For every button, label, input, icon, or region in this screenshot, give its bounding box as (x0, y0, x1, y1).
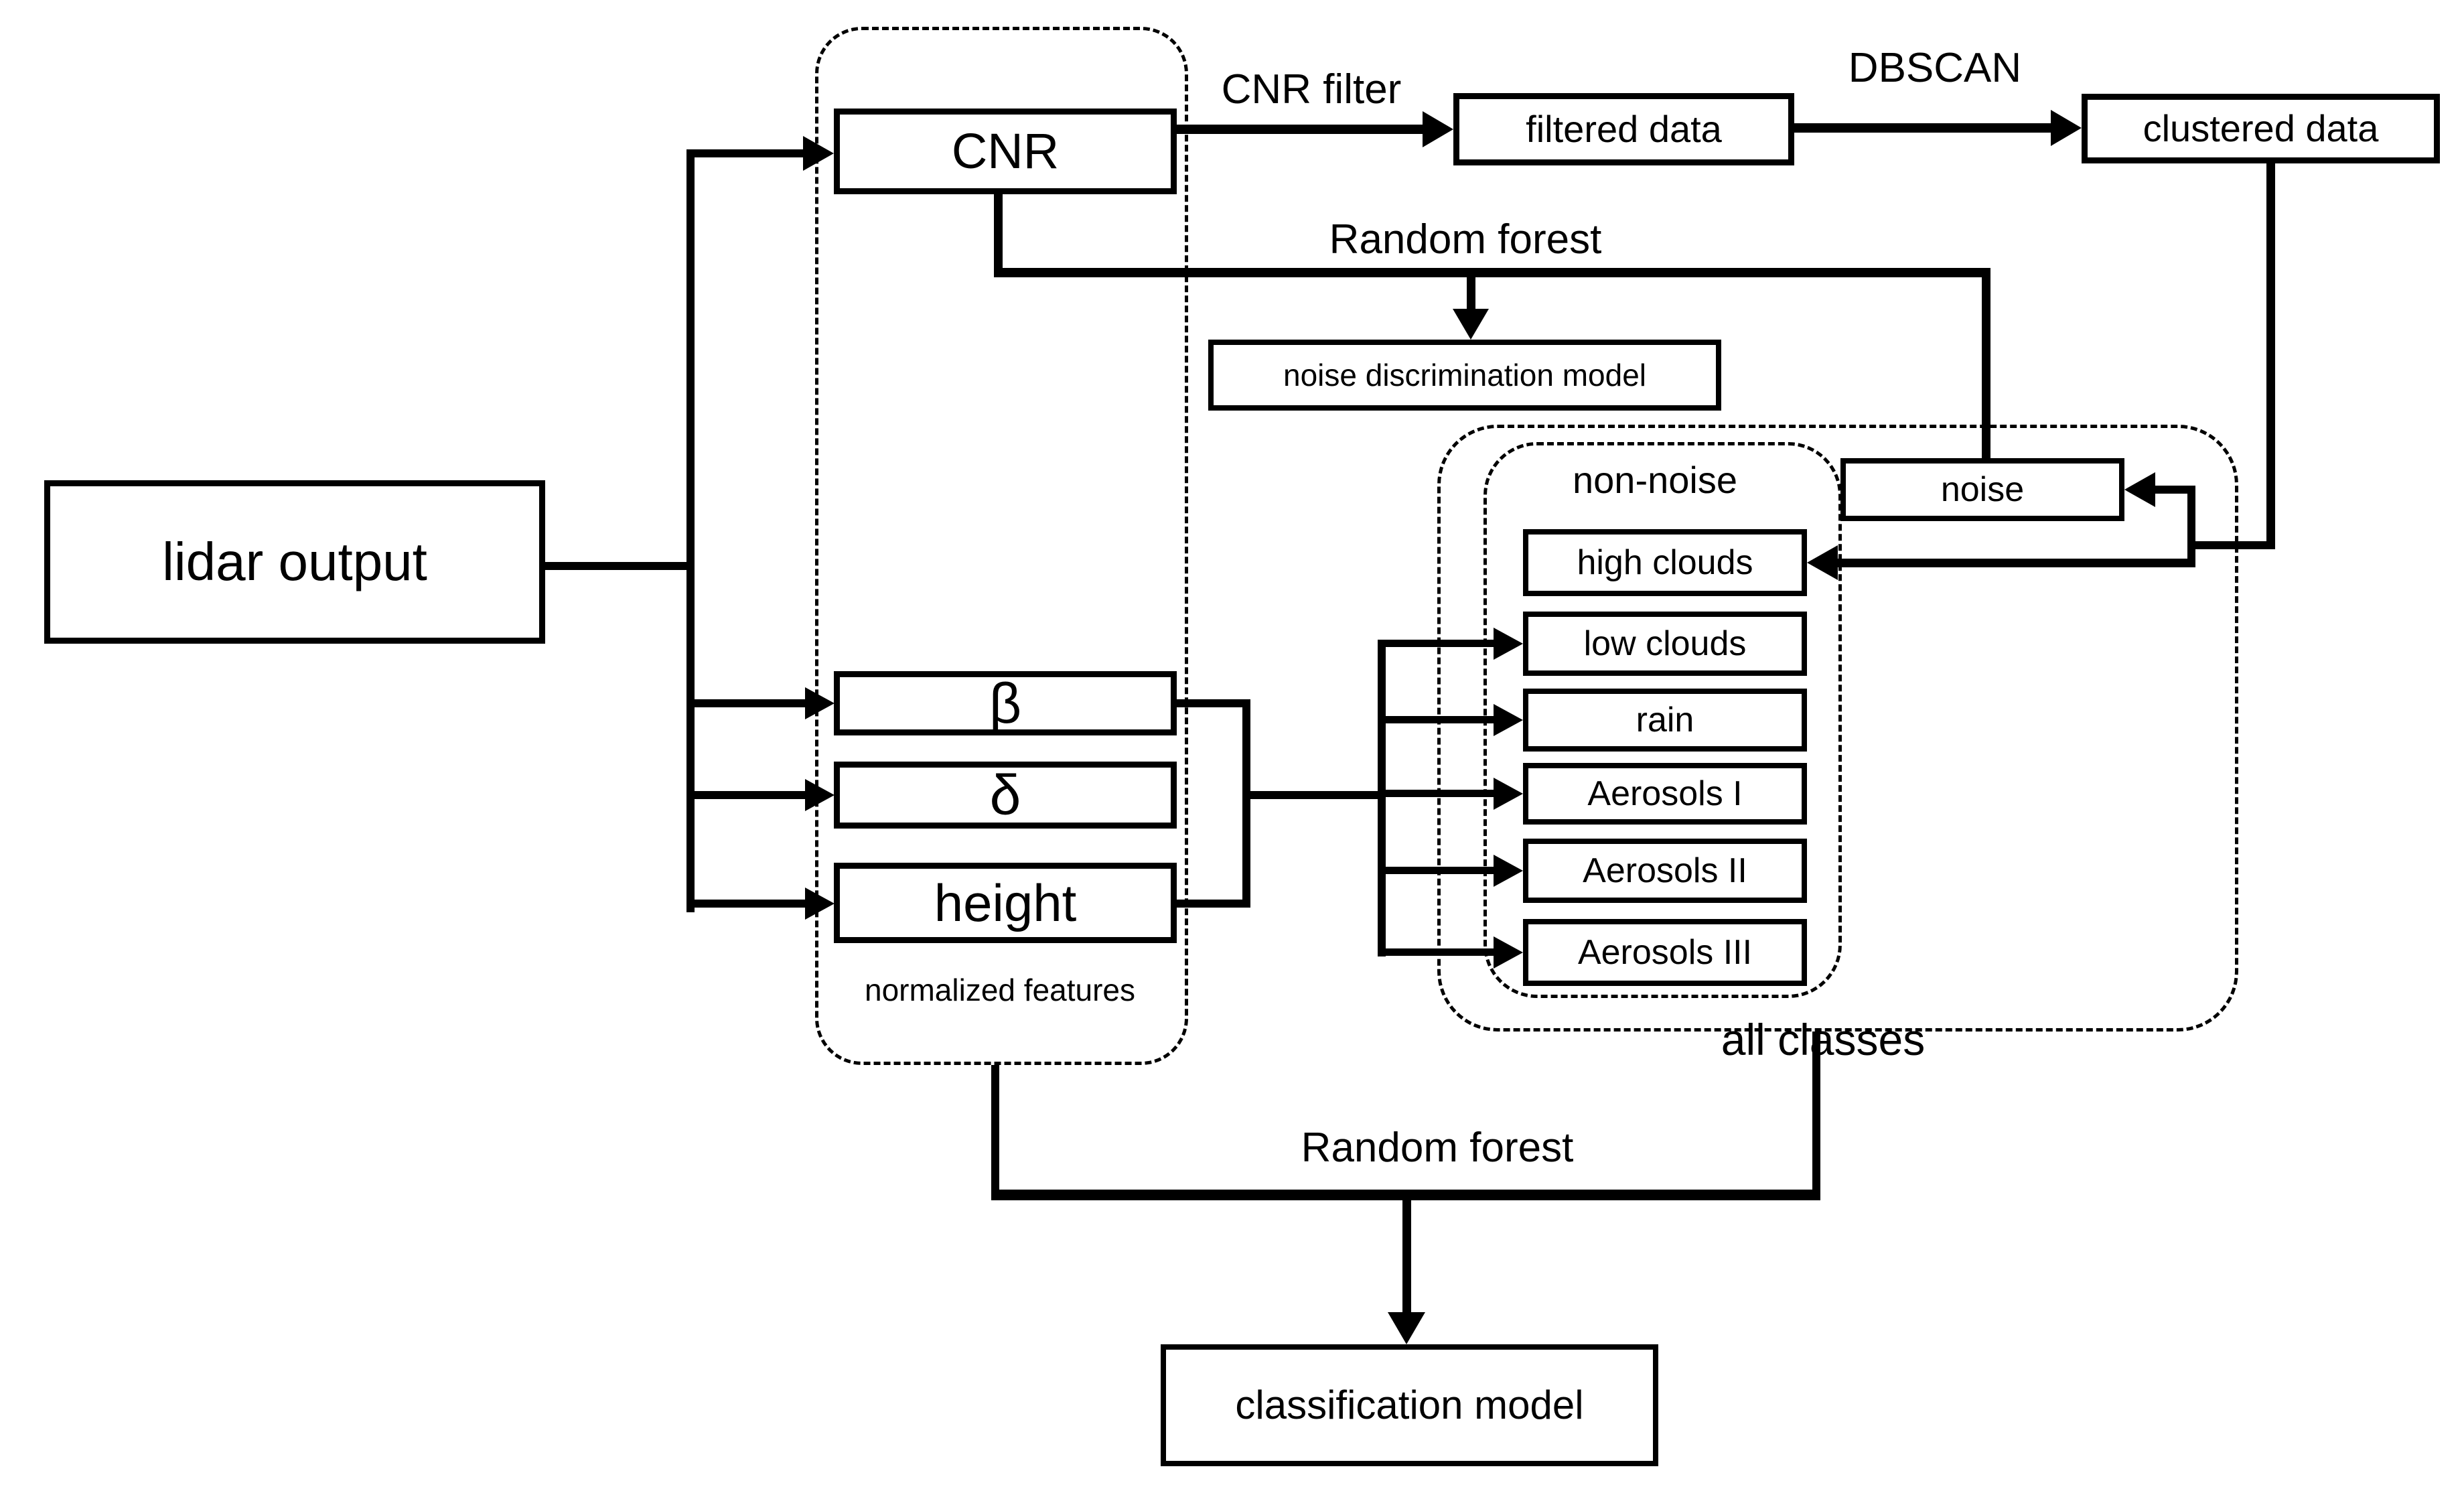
random-forest-bottom-bar-line (991, 1190, 1820, 1200)
node-low-clouds: low clouds (1523, 612, 1807, 676)
node-noise-discrimination-model: noise discrimination model (1208, 340, 1721, 411)
node-aerosols-3: Aerosols III (1523, 919, 1807, 986)
group-label-normalized-features: normalized features (865, 973, 1135, 1007)
edge-label-random-forest-top: Random forest (1329, 216, 1602, 263)
noise-highclouds-riser-line (2187, 486, 2195, 567)
node-noise: noise (1840, 458, 2124, 521)
arrowhead-into-aerosols3-icon (1494, 936, 1523, 969)
arrowhead-into-cnr-icon (803, 136, 834, 171)
bottom-left-stub-line (991, 1065, 999, 1200)
edge-fan-to-lowclouds-line (1378, 640, 1496, 647)
class-fan-bus-line (1378, 640, 1386, 956)
edge-cnr-to-filtered-line (1174, 125, 1425, 134)
edge-rf-to-ndm-line (1467, 277, 1475, 309)
arrowhead-into-clustered-icon (2051, 110, 2082, 146)
clustered-jog-line (2187, 541, 2275, 549)
features-bus-line (1242, 699, 1250, 908)
edge-into-noise-line (2153, 486, 2195, 494)
node-delta: δ (834, 762, 1177, 829)
node-high-clouds: high clouds (1523, 529, 1807, 596)
node-clustered-data: clustered data (2082, 94, 2440, 163)
trunk-vertical-line (686, 149, 695, 912)
edge-trunk-to-cnr-line (691, 149, 806, 157)
features-feed-line (1242, 791, 1386, 799)
node-lidar-output: lidar output (44, 480, 545, 644)
node-rain: rain (1523, 689, 1807, 752)
arrowhead-into-delta-icon (805, 779, 835, 811)
arrowhead-into-highclouds-icon (1807, 545, 1838, 580)
edge-trunk-to-delta-line (691, 791, 808, 799)
arrowhead-into-aerosols1-icon (1494, 778, 1523, 810)
edge-fan-to-aerosols3-line (1378, 948, 1496, 956)
edge-rf-to-noise-line (1982, 268, 1990, 458)
node-classification-model: classification model (1161, 1344, 1658, 1466)
node-cnr: CNR (834, 109, 1177, 194)
random-forest-top-line (994, 268, 1990, 277)
edge-fan-to-rain-line (1378, 716, 1496, 723)
beta-stub-line (1175, 699, 1250, 707)
arrowhead-into-height-icon (805, 888, 835, 920)
node-height: height (834, 863, 1177, 943)
group-label-all-classes: all classes (1721, 1015, 1926, 1064)
edge-into-highclouds-line (1835, 559, 2195, 567)
edge-trunk-to-height-line (691, 900, 808, 908)
arrowhead-into-noise-icon (2124, 472, 2155, 507)
clustered-data-drop-line (2266, 161, 2275, 549)
arrowhead-into-rain-icon (1494, 704, 1523, 736)
node-beta: β (834, 671, 1177, 735)
node-aerosols-2: Aerosols II (1523, 839, 1807, 903)
node-filtered-data: filtered data (1453, 93, 1794, 165)
group-label-non-noise: non-noise (1573, 459, 1737, 501)
edge-fan-to-aerosols2-line (1378, 867, 1496, 874)
edge-trunk-to-beta-line (691, 699, 808, 707)
arrowhead-into-ndm-icon (1453, 309, 1489, 340)
bottom-right-stub-line (1812, 1032, 1820, 1200)
arrowhead-into-beta-icon (805, 687, 835, 719)
cnr-bottom-stub-line (994, 193, 1003, 277)
arrowhead-into-lowclouds-icon (1494, 628, 1523, 660)
arrowhead-into-classification-icon (1388, 1312, 1425, 1344)
edge-rf-to-classification-line (1402, 1200, 1411, 1314)
normalized-features-group-frame (815, 27, 1188, 1065)
all-classes-group-frame (1437, 425, 2238, 1032)
edge-label-cnr-filter: CNR filter (1221, 66, 1402, 113)
edge-lidar-to-trunk-line (542, 562, 695, 570)
height-stub-line (1175, 900, 1250, 908)
edge-label-dbscan: DBSCAN (1848, 45, 2022, 91)
edge-filtered-to-clustered-line (1792, 123, 2053, 133)
edge-label-random-forest-bottom: Random forest (1301, 1125, 1574, 1171)
node-aerosols-1: Aerosols I (1523, 763, 1807, 825)
arrowhead-into-filtered-icon (1423, 111, 1453, 147)
arrowhead-into-aerosols2-icon (1494, 855, 1523, 887)
edge-fan-to-aerosols1-line (1378, 790, 1496, 797)
